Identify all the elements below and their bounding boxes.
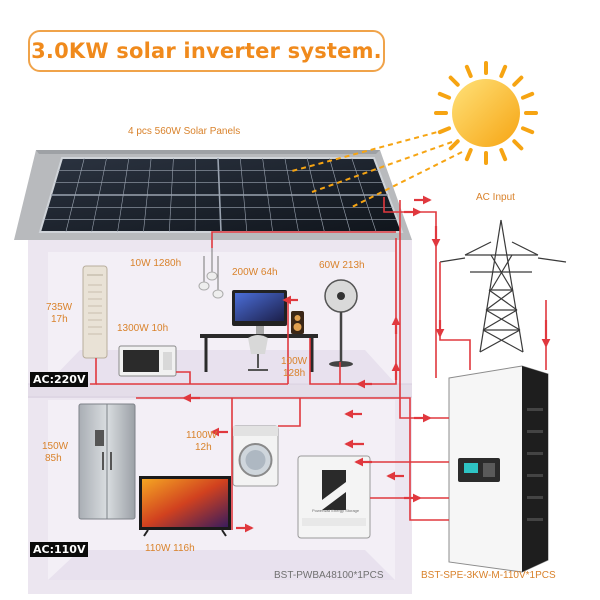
title-box: 3.0KW solar inverter system.	[28, 30, 385, 72]
diagram-title: 3.0KW solar inverter system.	[31, 39, 382, 63]
inverter-icon	[448, 365, 549, 573]
flow-arrows	[182, 195, 551, 533]
microwave	[118, 345, 177, 377]
solar-panel-icon	[38, 157, 404, 233]
inverter-model-label: BST-SPE-3KW-M-110V*1PCS	[421, 570, 556, 581]
fridge-hours-label: 85h	[45, 453, 62, 464]
washing-machine	[232, 425, 279, 487]
battery-brand-label: Powerwall Energy Storage	[312, 508, 360, 513]
battery-icon	[297, 455, 371, 539]
power-tower-icon	[439, 219, 567, 353]
standing-fan	[324, 279, 358, 367]
television	[139, 476, 231, 537]
refrigerator	[78, 403, 136, 520]
lamp-label: 10W 1280h	[130, 258, 182, 269]
computer-desk	[200, 290, 318, 372]
lamps	[198, 248, 224, 299]
air-cooler-hours-label: 17h	[51, 314, 68, 325]
computer-label: 200W 64h	[232, 267, 278, 278]
solar-panels-label: 4 pcs 560W Solar Panels	[128, 126, 241, 137]
sun-beams	[291, 129, 463, 209]
air-cooler-watts-label: 735W	[46, 302, 73, 313]
sun-icon	[434, 61, 538, 165]
ac110-tag: AC:110V	[30, 542, 89, 557]
battery-model-label: BST-PWBA48100*1PCS	[274, 570, 384, 581]
fan-label: 60W 213h	[319, 260, 365, 271]
speaker-watts-label: 100W	[281, 356, 308, 367]
washer-hours-label: 12h	[195, 442, 212, 453]
fridge-watts-label: 150W	[42, 441, 69, 452]
speaker-hours-label: 128h	[283, 368, 306, 379]
washer-watts-label: 1100W	[186, 430, 217, 441]
air-cooler	[82, 265, 108, 359]
ac-input-label: AC Input	[476, 192, 515, 203]
microwave-label: 1300W 10h	[117, 323, 169, 334]
ac220-tag: AC:220V	[30, 372, 89, 387]
tv-label: 110W 116h	[145, 543, 195, 554]
